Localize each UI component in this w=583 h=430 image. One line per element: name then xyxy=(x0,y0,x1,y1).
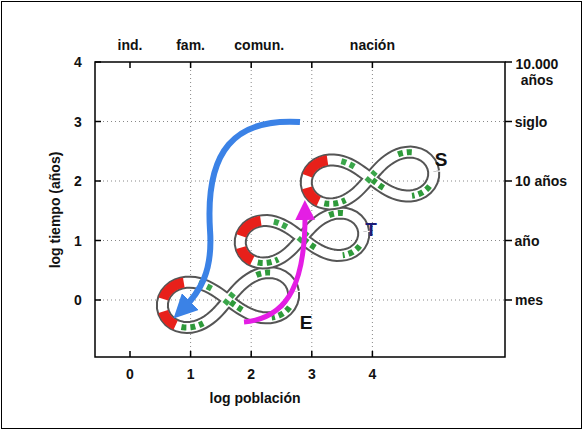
x-tick-label: 1 xyxy=(187,366,195,382)
y-tick-label: 2 xyxy=(74,173,82,189)
y-tick-label: 1 xyxy=(74,232,82,248)
x-tick-label: 0 xyxy=(126,366,134,382)
grid-lines xyxy=(95,62,505,357)
top-scale-label: nación xyxy=(350,37,395,53)
loop-letter: S xyxy=(435,149,448,171)
right-scale-label: año xyxy=(515,232,540,248)
right-scale-label: 10.000 años xyxy=(512,56,562,88)
x-tick-label: 4 xyxy=(368,366,376,382)
right-scale-label: mes xyxy=(515,292,543,308)
y-axis-title: log tiempo (años) xyxy=(47,152,63,269)
right-scale-label: 10 años xyxy=(515,173,567,189)
top-scale-label: ind. xyxy=(118,37,143,53)
top-scale-label: fam. xyxy=(176,37,205,53)
magenta-arrow xyxy=(244,210,305,322)
x-tick-label: 3 xyxy=(308,366,316,382)
top-scale-label: comun. xyxy=(234,37,284,53)
y-tick-label: 0 xyxy=(74,292,82,308)
y-tick-label: 4 xyxy=(74,54,82,70)
loop-letter: E xyxy=(300,312,313,334)
axis-ticks xyxy=(95,62,512,357)
plot-frame xyxy=(95,62,505,357)
infinity-loop xyxy=(162,272,293,327)
right-scale-label: siglo xyxy=(515,113,548,129)
x-axis-title: log población xyxy=(210,390,301,406)
y-tick-label: 3 xyxy=(74,113,82,129)
blue-arrow xyxy=(182,122,300,310)
loop-letter: T xyxy=(365,219,377,241)
x-tick-label: 2 xyxy=(247,366,255,382)
infinity-loop xyxy=(306,152,433,204)
